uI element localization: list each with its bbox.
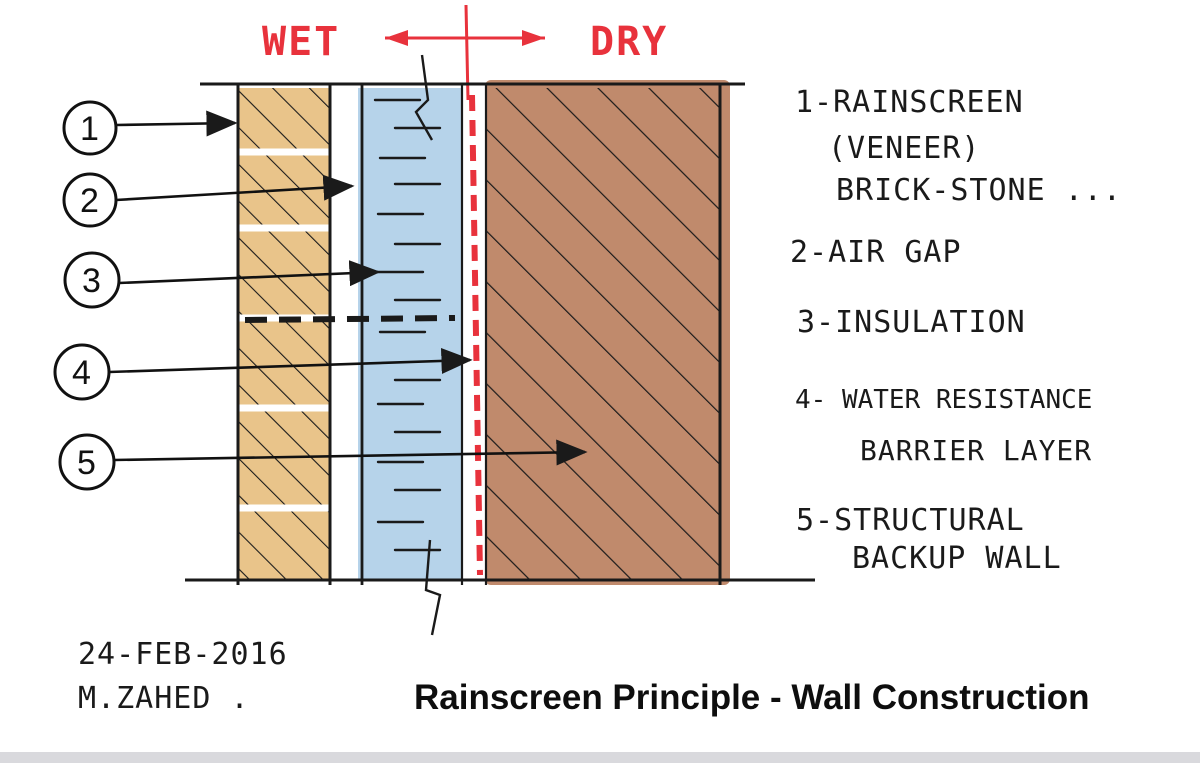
legend-4-line-1: 4- WATER RESISTANCE	[795, 385, 1092, 415]
wet-label: WET	[262, 19, 340, 65]
backup-wall-layer	[484, 80, 730, 585]
legend-1-line-2: (VENEER)	[828, 131, 981, 166]
legend-item-1: 1-RAINSCREEN (VENEER) BRICK-STONE ...	[795, 85, 1122, 208]
legend: 1-RAINSCREEN (VENEER) BRICK-STONE ... 2-…	[790, 85, 1122, 576]
insulation-layer	[358, 54, 464, 636]
figure-caption: Rainscreen Principle - Wall Construction	[414, 678, 1090, 717]
legend-1-line-1: 1-RAINSCREEN	[795, 85, 1024, 120]
legend-2-line-1: 2-AIR GAP	[790, 235, 962, 270]
marker-3: 3	[63, 251, 381, 309]
legend-3-line-1: 3-INSULATION	[797, 305, 1026, 340]
marker-5-number: 5	[77, 444, 96, 482]
signature-author: M.ZAHED .	[78, 681, 250, 716]
marker-3-number: 3	[82, 262, 101, 300]
marker-4-number: 4	[72, 354, 91, 392]
marker-5: 5	[58, 433, 588, 491]
barrier-layer	[464, 4, 483, 576]
bottom-strip	[0, 752, 1200, 763]
marker-2: 2	[62, 172, 355, 228]
legend-1-line-3: BRICK-STONE ...	[836, 173, 1122, 208]
veneer-layer	[236, 84, 332, 585]
signature-date: 24-FEB-2016	[78, 637, 288, 672]
wet-dry-header: WET DRY	[262, 19, 668, 65]
flashing-line	[244, 315, 456, 323]
dry-label: DRY	[590, 19, 668, 65]
legend-5-line-2: BACKUP WALL	[852, 541, 1062, 576]
legend-item-5: 5-STRUCTURAL BACKUP WALL	[796, 503, 1062, 576]
legend-item-4: 4- WATER RESISTANCE BARRIER LAYER	[795, 385, 1092, 467]
marker-2-number: 2	[80, 182, 99, 220]
legend-item-2: 2-AIR GAP	[790, 235, 962, 270]
legend-5-line-1: 5-STRUCTURAL	[796, 503, 1025, 538]
marker-1: 1	[62, 100, 238, 156]
marker-1-number: 1	[80, 110, 99, 148]
legend-4-line-2: BARRIER LAYER	[860, 434, 1092, 467]
marker-4: 4	[53, 343, 473, 401]
signature: 24-FEB-2016 M.ZAHED .	[78, 637, 288, 716]
legend-item-3: 3-INSULATION	[797, 305, 1026, 340]
